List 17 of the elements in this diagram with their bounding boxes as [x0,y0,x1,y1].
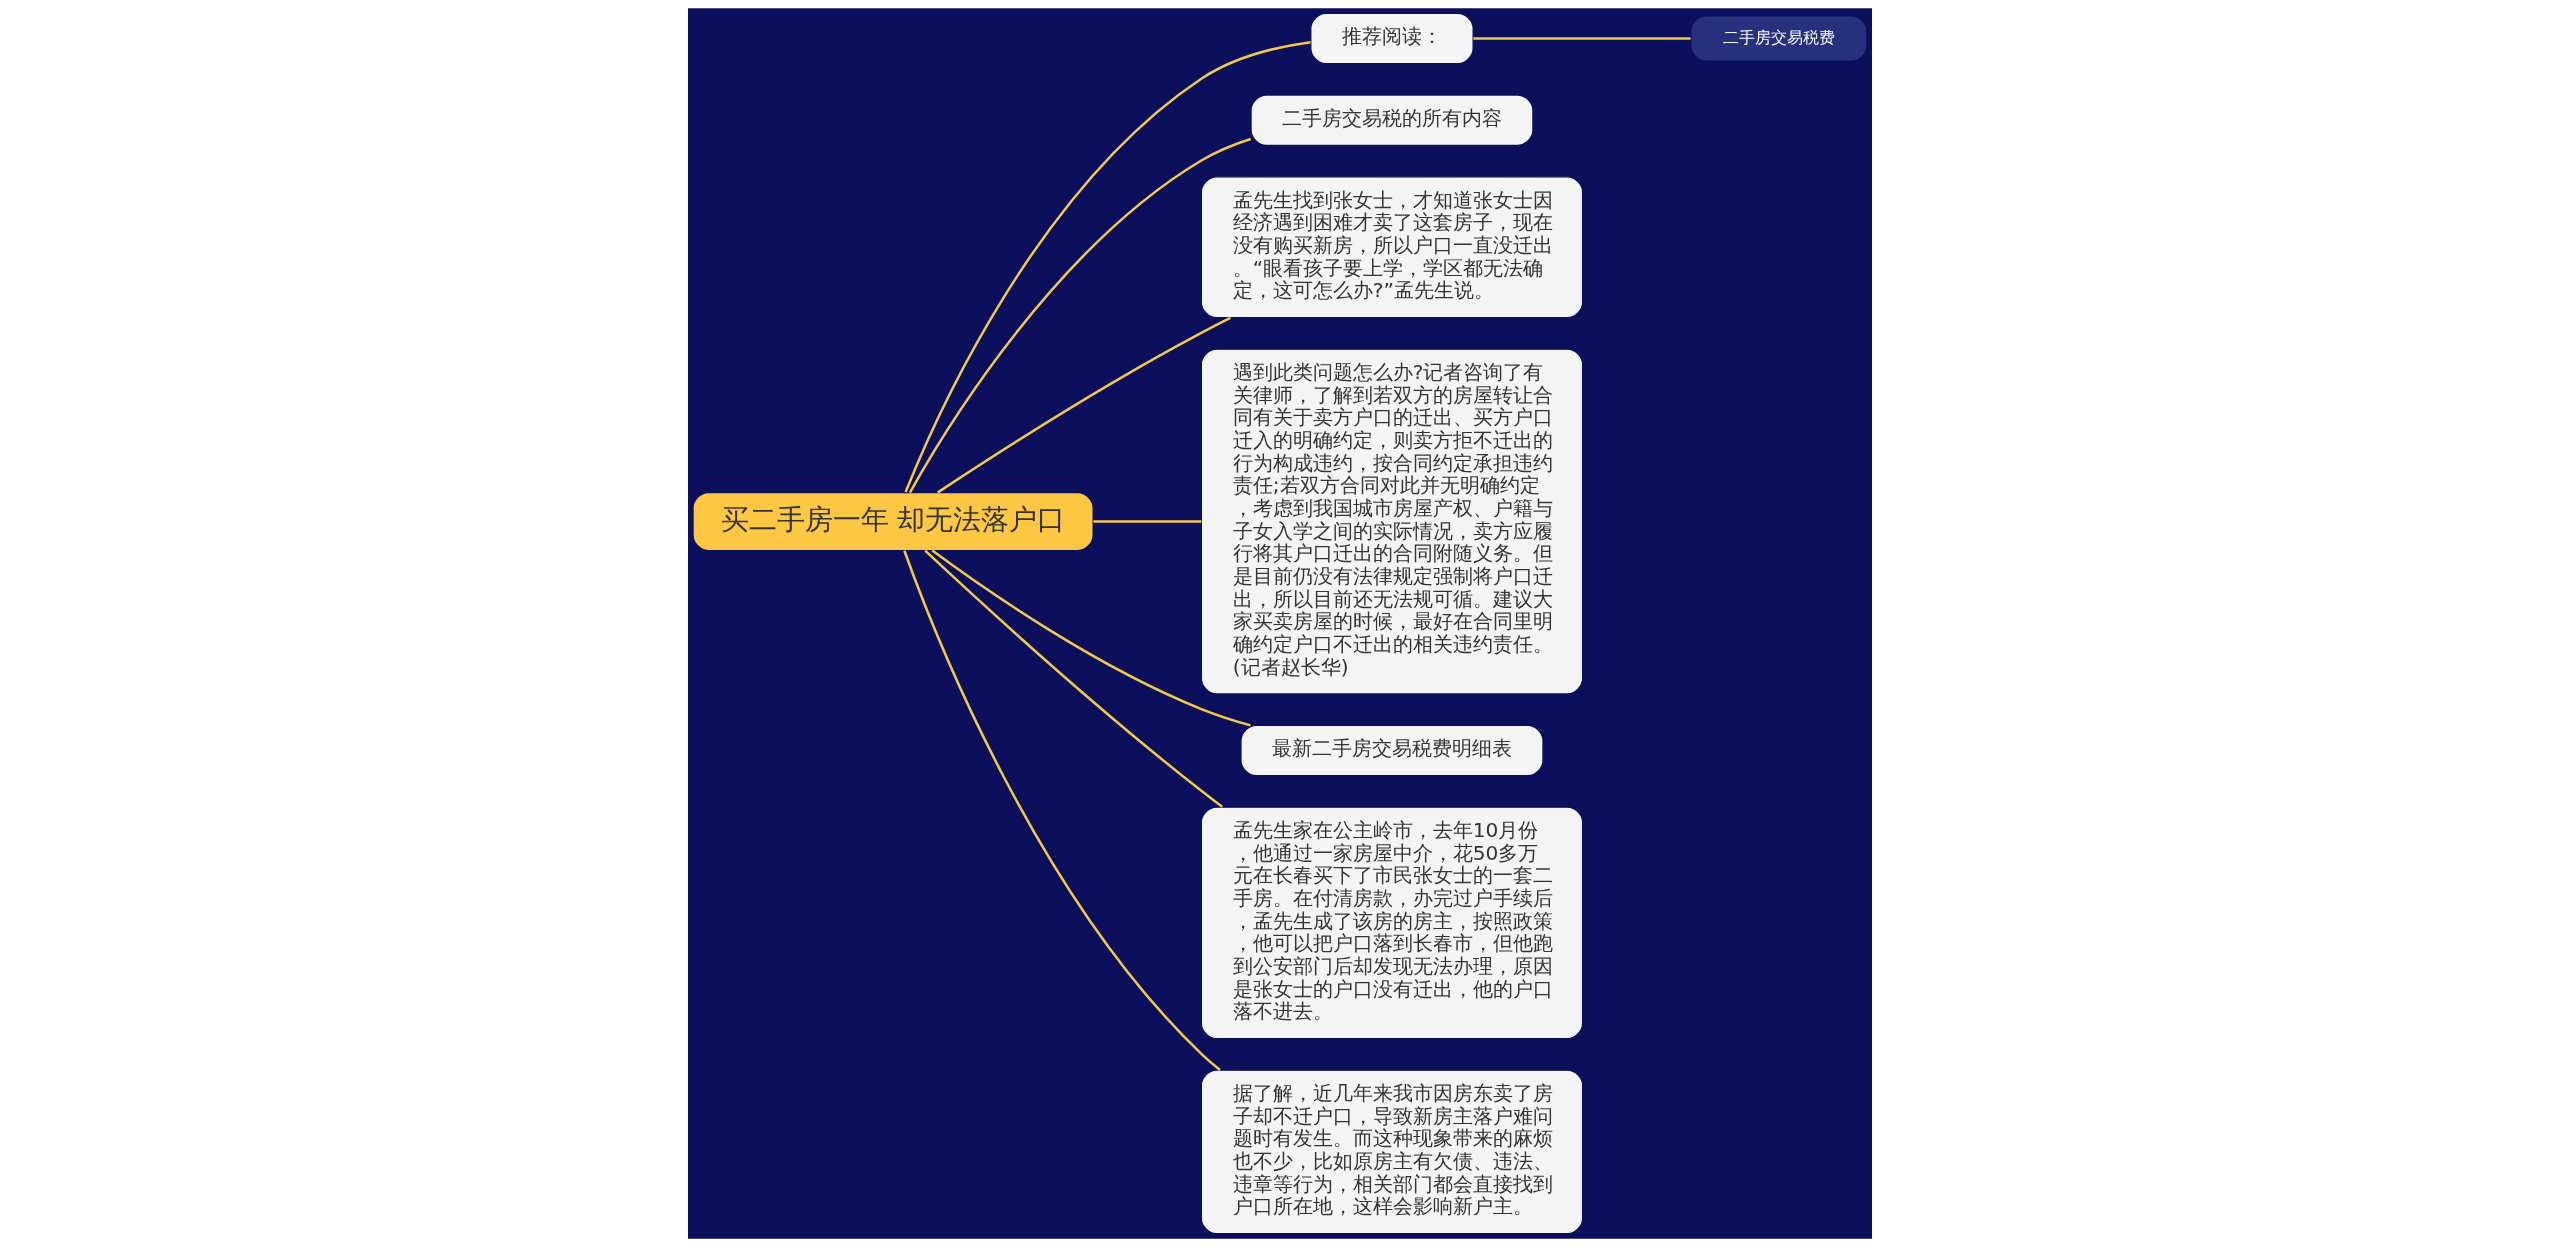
node-box: 推荐阅读： [1310,12,1474,65]
connector [924,549,1223,808]
connector [1473,37,1691,40]
node-box: 二手房交易税费 [1690,15,1868,62]
connector [936,316,1231,494]
connector [931,549,1251,727]
node-box: 孟先生家在公主岭市，去年10月份，他通过一家房屋中介，花50多万元在长春买下了市民张女士的一套二手房。在付清房款，办完过户手续后，孟先生成了该房的房主，按照政策，他可以把户口落到长春市，但他跑到公安部门后却发现无法办理，原因是张女士的户口没有迁出，他的户口落不进去。 [1200,806,1584,1040]
node-box: 遇到此类问题怎么办?记者咨询了有关律师，了解到若双方的房屋转让合同有关于卖方户口的迁出、买方户口迁入的明确约定，则卖方拒不迁出的行为构成违约，按合同约定承担违约责任;若双方合同对此并无明确约定，考虑到我国城市房屋产权、户籍与子女入学之间的实际情况，卖方应履行将其户口迁出的合同附随义务。但是目前仍没有法律规定强制将户口迁出，所以目前还无法规可循。建议大家买卖房屋的时候，最好在合同里明确约定户口不迁出的相关违约责任。(记者赵长华) [1200,348,1584,695]
connector [903,550,1221,1071]
node-box: 买二手房一年 却无法落户口 [692,492,1094,552]
connector [1093,520,1202,523]
node-box: 二手房交易税的所有内容 [1250,94,1534,146]
node-box: 孟先生找到张女士，才知道张女士因经济遇到困难才卖了这套房子，现在没有购买新房，所以户口一直没迁出。“眼看孩子要上学，学区都无法确定，这可怎么办?”孟先生说。 [1200,176,1584,319]
node-box: 最新二手房交易税费明细表 [1240,724,1544,777]
node-box: 据了解，近几年来我市因房东卖了房子却不迁户口，导致新房主落户难问题时有发生。而这种现象带来的麻烦也不少，比如原房主有欠债、违法、违章等行为，相关部门都会直接找到户口所在地，这样会影响新户主。 [1200,1069,1584,1235]
connector [908,137,1252,494]
connector [904,40,1311,493]
